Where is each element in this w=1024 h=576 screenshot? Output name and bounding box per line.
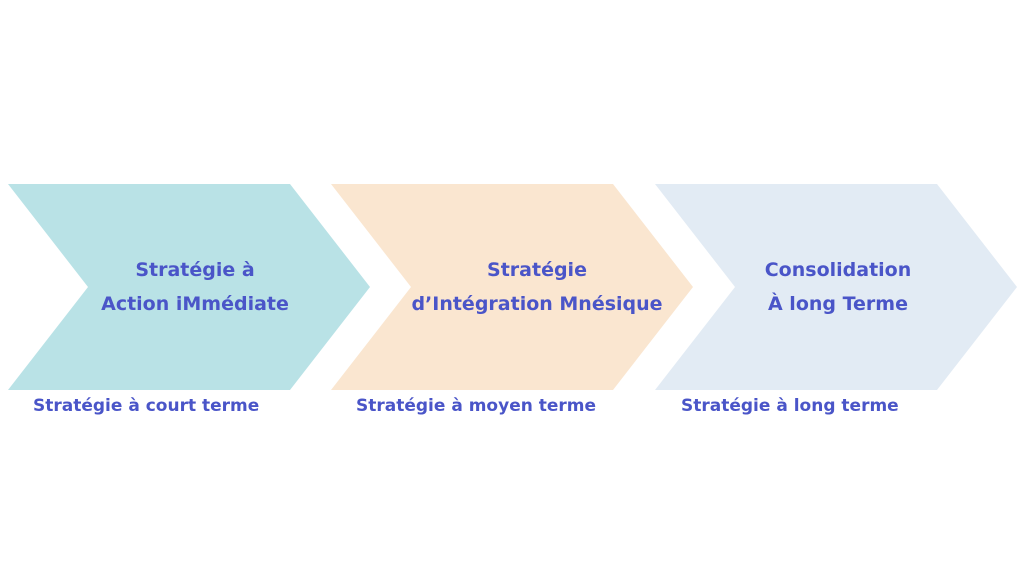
chevron-title-3-line-1: Consolidation — [764, 259, 912, 281]
chevron-title-2-line-2: d’Intégration Mnésique — [411, 293, 663, 315]
chevron-title-2: Stratégie d’Intégration Mnésique — [391, 184, 683, 390]
chevron-step-3: Consolidation À long Terme — [655, 184, 1017, 390]
chevron-shape-3 — [655, 184, 1017, 390]
chevron-title-1-line-1: Stratégie à — [135, 259, 255, 281]
chevron-step-2: Stratégie d’Intégration Mnésique — [331, 184, 693, 390]
chevron-step-1: Stratégie à Action iMmédiate — [8, 184, 370, 390]
chevron-title-3: Consolidation À long Terme — [727, 184, 949, 390]
chevron-title-1-line-2: Action iMmédiate — [101, 293, 289, 315]
chevron-title-1: Stratégie à Action iMmédiate — [86, 184, 304, 390]
chevron-shape-1 — [8, 184, 370, 390]
step-1-caption: Stratégie à court terme — [33, 396, 260, 416]
step-2-caption: Stratégie à moyen terme — [356, 396, 597, 416]
chevron-shape-2 — [331, 184, 693, 390]
step-3-caption: Stratégie à long terme — [681, 396, 899, 416]
chevron-title-3-line-2: À long Terme — [767, 293, 908, 315]
chevron-title-2-line-1: Stratégie — [487, 259, 587, 281]
